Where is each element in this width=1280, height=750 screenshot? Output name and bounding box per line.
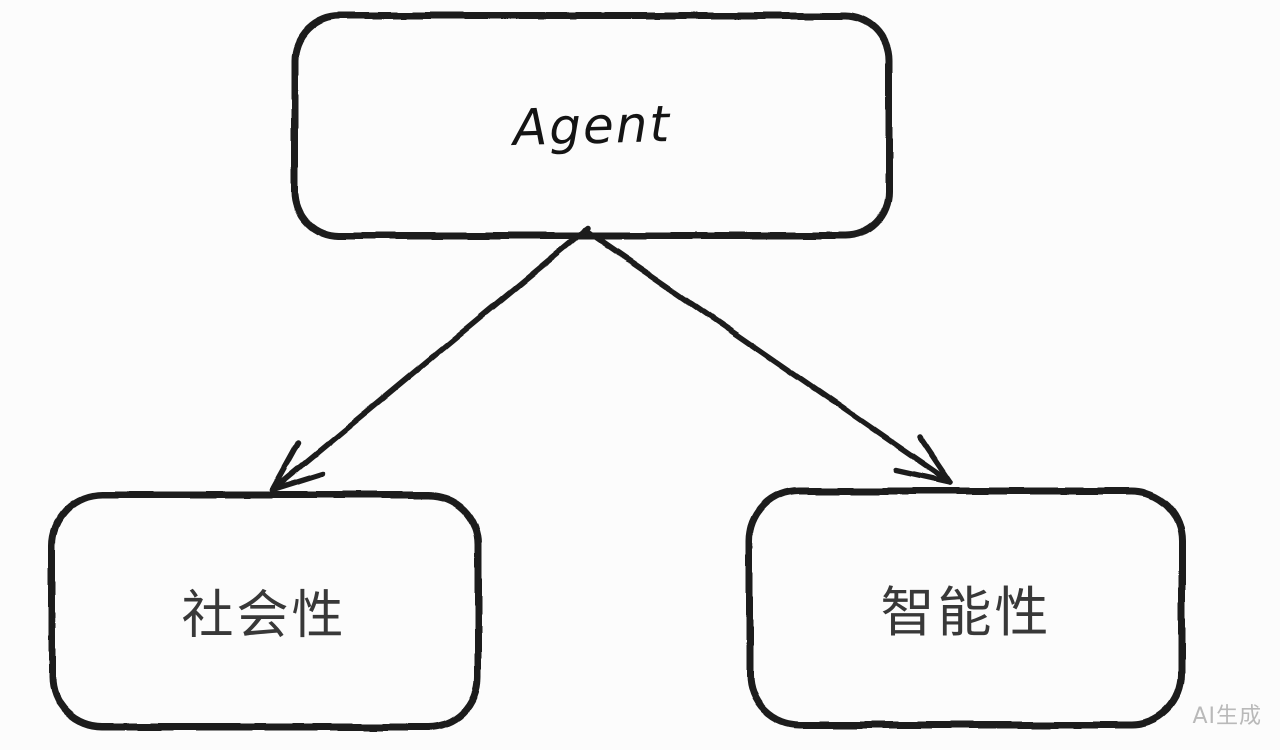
sociality-node-label: 社会性: [181, 585, 347, 646]
intelligence-node-box: [746, 487, 1186, 729]
edge-agent-to-intelligence: [582, 227, 953, 485]
arrowhead-sociality-icon: [269, 440, 326, 493]
ai-generated-watermark: AI生成: [1192, 704, 1262, 729]
sociality-node-box: [48, 491, 482, 731]
intelligence-node-label: 智能性: [880, 580, 1052, 644]
edge-agent-to-sociality: [269, 225, 591, 493]
agent-node-label: Agent: [512, 94, 672, 158]
arrowhead-intelligence-icon: [893, 433, 953, 485]
